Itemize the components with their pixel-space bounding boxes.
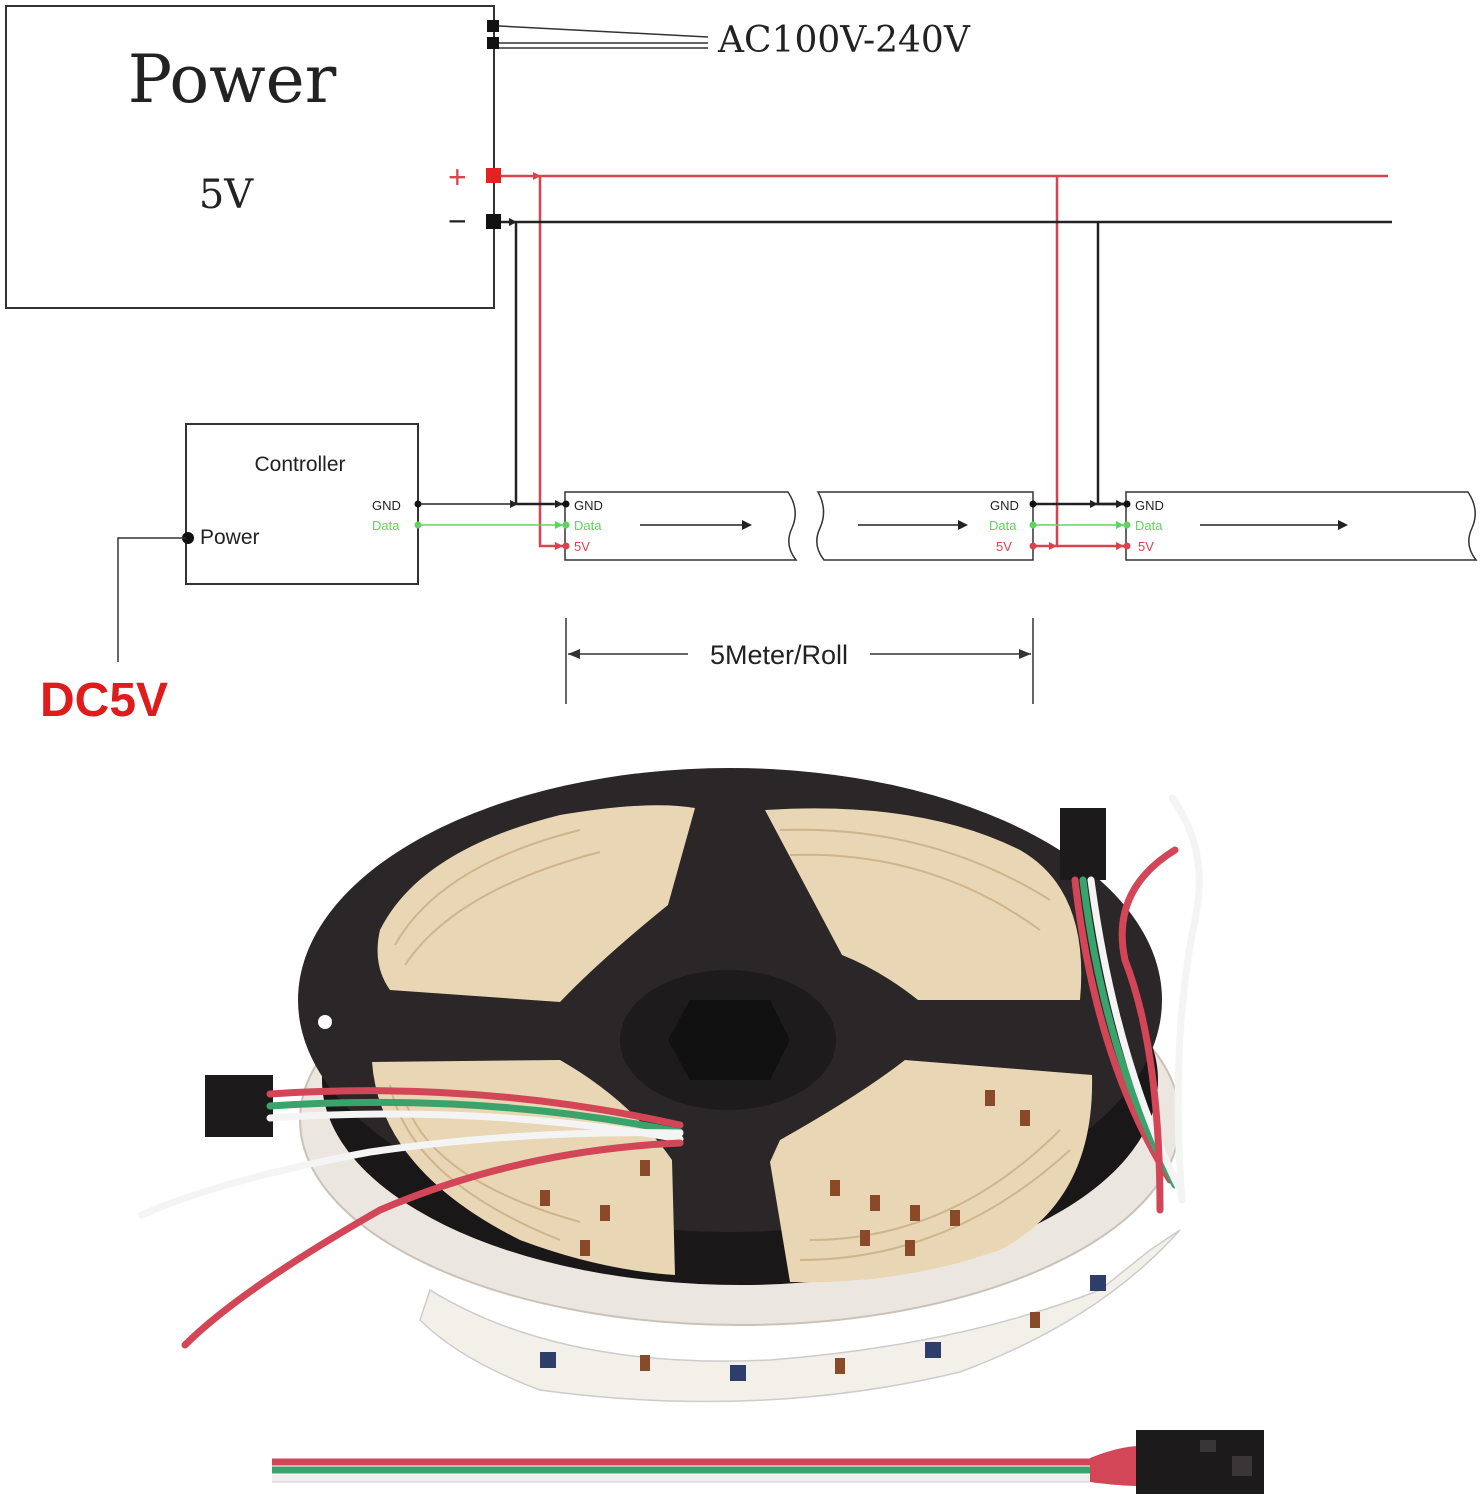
length-label: 5Meter/Roll bbox=[710, 640, 848, 670]
controller-gnd-label: GND bbox=[372, 498, 401, 513]
controller-title: Controller bbox=[254, 453, 345, 476]
power-supply-voltage: 5V bbox=[199, 172, 254, 218]
length-dimension: 5Meter/Roll bbox=[565, 618, 1034, 704]
minus-sign: − bbox=[448, 203, 467, 239]
ac-input-terminals: AC100V-240V bbox=[487, 20, 971, 61]
strip2-data-label: Data bbox=[989, 518, 1017, 533]
strip2-5v-label: 5V bbox=[996, 539, 1012, 554]
bridge-arrows bbox=[1049, 500, 1124, 550]
negative-wire bbox=[501, 220, 1392, 506]
plus-sign: + bbox=[448, 159, 467, 195]
strip-segment-3: GND Data 5V bbox=[1123, 491, 1478, 561]
controller-data-label: Data bbox=[372, 518, 400, 533]
strip1-data-label: Data bbox=[574, 518, 602, 533]
strip1-5v-label: 5V bbox=[574, 539, 590, 554]
dc-input-wire: DC5V bbox=[40, 537, 186, 727]
controller-output-wires bbox=[418, 172, 563, 550]
strip3-gnd-label: GND bbox=[1135, 498, 1164, 513]
strip-segment-2: GND Data 5V bbox=[816, 491, 1037, 561]
controller-power-label: Power bbox=[200, 526, 260, 549]
dc5v-label: DC5V bbox=[40, 674, 168, 727]
dc-output-terminals: + − bbox=[448, 159, 501, 239]
ac-input-label: AC100V-240V bbox=[717, 20, 971, 61]
strip3-5v-label: 5V bbox=[1138, 539, 1154, 554]
strip-segment-1: GND Data 5V bbox=[562, 491, 798, 561]
strip2-gnd-label: GND bbox=[990, 498, 1019, 513]
connector-cable-image bbox=[272, 1430, 1264, 1494]
strip1-gnd-label: GND bbox=[574, 498, 603, 513]
power-supply-title: Power bbox=[128, 41, 337, 118]
controller-box: Controller Power GND Data bbox=[182, 423, 422, 585]
strip3-data-label: Data bbox=[1135, 518, 1163, 533]
power-supply-box: Power 5V bbox=[5, 5, 495, 309]
led-strip-reel-image bbox=[138, 768, 1203, 1403]
positive-wire bbox=[501, 174, 1388, 548]
